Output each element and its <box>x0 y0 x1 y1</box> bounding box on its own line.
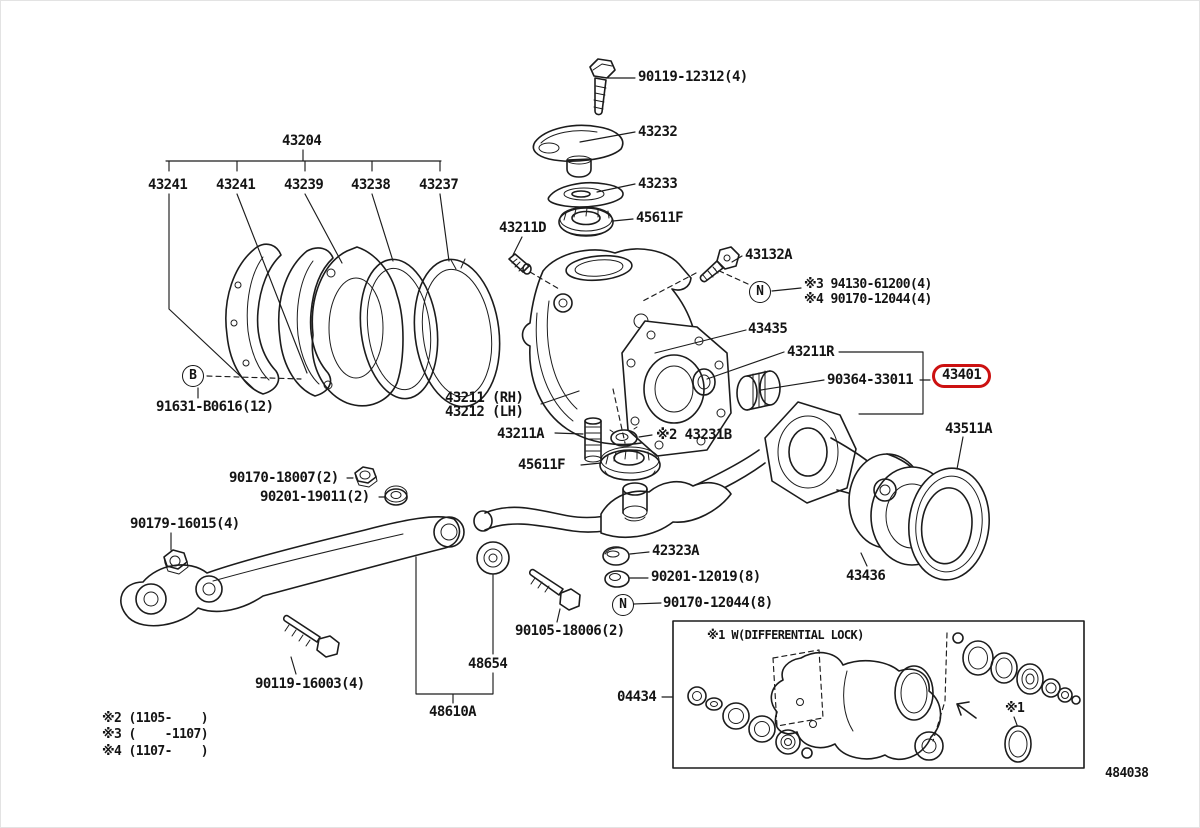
part-label-figure-number: 484038 <box>1105 766 1149 781</box>
lock-washer-icon <box>609 426 638 447</box>
part-label-90119-12312: 90119-12312(4) <box>638 69 748 85</box>
part-label-90179-16015: 90179-16015(4) <box>130 516 240 532</box>
part-label-note-ref2: ※2 (1105- ) <box>102 711 209 726</box>
nut-icon-18007 <box>354 466 378 488</box>
part-label-43211-rh: 43211 (RH) <box>445 390 524 406</box>
part-label-48654: 48654 <box>468 656 508 672</box>
part-label-43511a: 43511A <box>945 421 993 437</box>
part-label-43204: 43204 <box>282 133 322 149</box>
part-label-43238: 43238 <box>351 177 391 193</box>
part-label-43212-lh: 43212 (LH) <box>445 404 524 420</box>
part-label-43435: 43435 <box>748 321 788 337</box>
part-label-43211r: 43211R <box>787 344 835 360</box>
part-label-90170-12044-8: 90170-12044(8) <box>663 595 773 611</box>
nut-icon-16015 <box>163 549 189 575</box>
part-label-90364-33011: 90364-33011 <box>827 372 914 388</box>
washer-icon-12019 <box>604 570 630 588</box>
part-label-ref2-43231b: ※2 43231B <box>656 427 732 443</box>
cover-gasket-part <box>547 181 624 208</box>
bolt-icon-18006 <box>528 568 581 611</box>
part-label-90170-18007: 90170-18007(2) <box>229 470 339 486</box>
part-label-43436: 43436 <box>846 568 886 584</box>
part-label-43233: 43233 <box>638 176 678 192</box>
part-label-48610a: 48610A <box>429 704 477 720</box>
bolt-icon <box>589 58 616 116</box>
part-label-ref4-90170-12044: ※4 90170-12044(4) <box>804 292 932 307</box>
part-label-43237: 43237 <box>419 177 459 193</box>
part-label-43239: 43239 <box>284 177 324 193</box>
bearing-part-top <box>558 206 614 237</box>
part-label-45611f-lower: 45611F <box>518 457 566 473</box>
part-label-45611f-top: 45611F <box>636 210 684 226</box>
knuckle-stud-icon <box>508 253 532 275</box>
spindle-part <box>764 401 890 505</box>
bolt-icon-16003 <box>282 614 340 658</box>
part-label-90201-19011: 90201-19011(2) <box>260 489 370 505</box>
part-label-43132a: 43132A <box>745 247 793 263</box>
part-label-43211d: 43211D <box>499 220 547 236</box>
spindle-bolt-icon <box>699 246 740 283</box>
mounting-plate-part <box>621 320 732 457</box>
part-label-diff-lock-caption: ※1 W(DIFFERENTIAL LOCK) <box>707 628 864 642</box>
part-label-fitting-n2: N <box>612 594 634 616</box>
part-label-43241-1: 43241 <box>148 177 188 193</box>
hub-seal-ring-part <box>907 467 991 581</box>
part-label-04434: 04434 <box>617 689 657 705</box>
knuckle-arm-part <box>600 480 732 539</box>
leader-lines <box>165 77 964 704</box>
part-label-43241-2: 43241 <box>216 177 256 193</box>
part-label-fitting-n1: N <box>749 281 771 303</box>
part-label-ref3-94130-61200: ※3 94130-61200(4) <box>804 277 932 292</box>
part-label-42323a: 42323A <box>652 543 700 559</box>
gasket-stack-parts <box>225 243 501 408</box>
part-label-91631-b0616: 91631-B0616(12) <box>156 399 274 415</box>
part-label-note-ref4: ※4 (1107- ) <box>102 744 209 759</box>
arm-bearing-part <box>599 446 661 481</box>
part-label-ref1-ring: ※1 <box>1005 701 1025 716</box>
part-label-90201-12019: 90201-12019(8) <box>651 569 761 585</box>
needle-bearing-part <box>736 370 781 411</box>
part-label-fitting-b: B <box>182 365 204 387</box>
part-label-90119-16003: 90119-16003(4) <box>255 676 365 692</box>
part-label-43401: 43401 <box>932 364 992 389</box>
stud-icon <box>584 417 602 463</box>
part-label-90105-18006: 90105-18006(2) <box>515 623 625 639</box>
part-label-43211a: 43211A <box>497 426 545 442</box>
part-label-note-ref3: ※3 ( -1107) <box>102 727 209 742</box>
part-label-43232: 43232 <box>638 124 678 140</box>
knuckle-cover-part <box>532 124 624 178</box>
washer-icon-42323a <box>602 546 630 566</box>
differential-lock-box <box>672 620 1085 769</box>
